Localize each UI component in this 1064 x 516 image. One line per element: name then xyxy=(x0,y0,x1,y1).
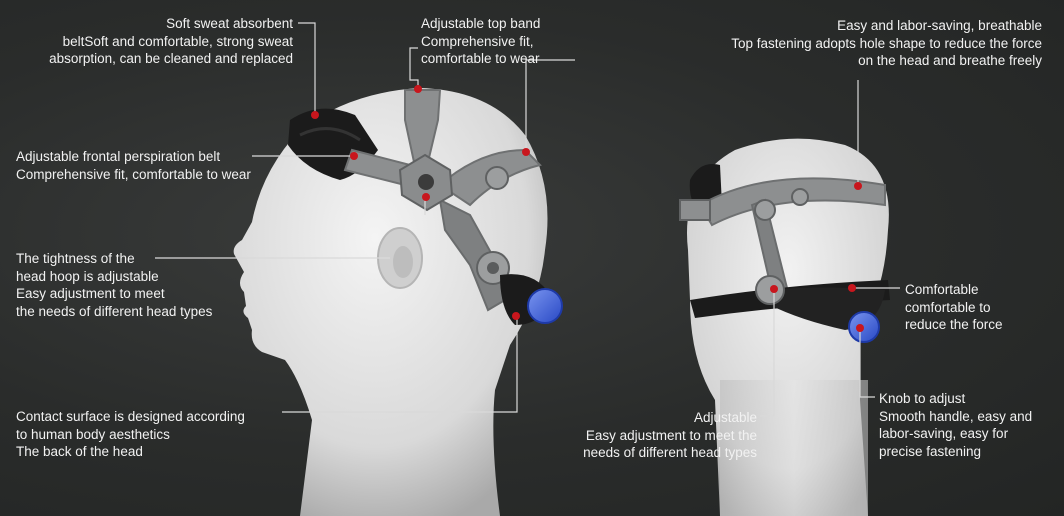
right-mannequin-head xyxy=(687,138,889,516)
comfortable-label: Comfortable comfortable to reduce the fo… xyxy=(905,282,1003,332)
head-hoop-label: The tightness of the head hoop is adjust… xyxy=(16,251,213,319)
breathable-label: Easy and labor-saving, breathable Top fa… xyxy=(731,18,1042,68)
leader-lines xyxy=(155,22,900,417)
contact-surface-label: Contact surface is designed according to… xyxy=(16,409,245,459)
frontal-belt-label: Adjustable frontal perspiration belt Com… xyxy=(16,149,251,182)
top-band-label: Adjustable top band Comprehensive fit, c… xyxy=(421,16,541,66)
adjustable-label: Adjustable Easy adjustment to meet the n… xyxy=(583,410,757,460)
callout-dots xyxy=(311,85,864,332)
left-headgear xyxy=(288,89,563,325)
sweat-absorbent-label: Soft sweat absorbent beltSoft and comfor… xyxy=(49,16,293,66)
rear-knob-shape xyxy=(527,288,563,324)
knob-label: Knob to adjust Smooth handle, easy and l… xyxy=(879,391,1033,459)
right-headgear xyxy=(679,164,890,343)
